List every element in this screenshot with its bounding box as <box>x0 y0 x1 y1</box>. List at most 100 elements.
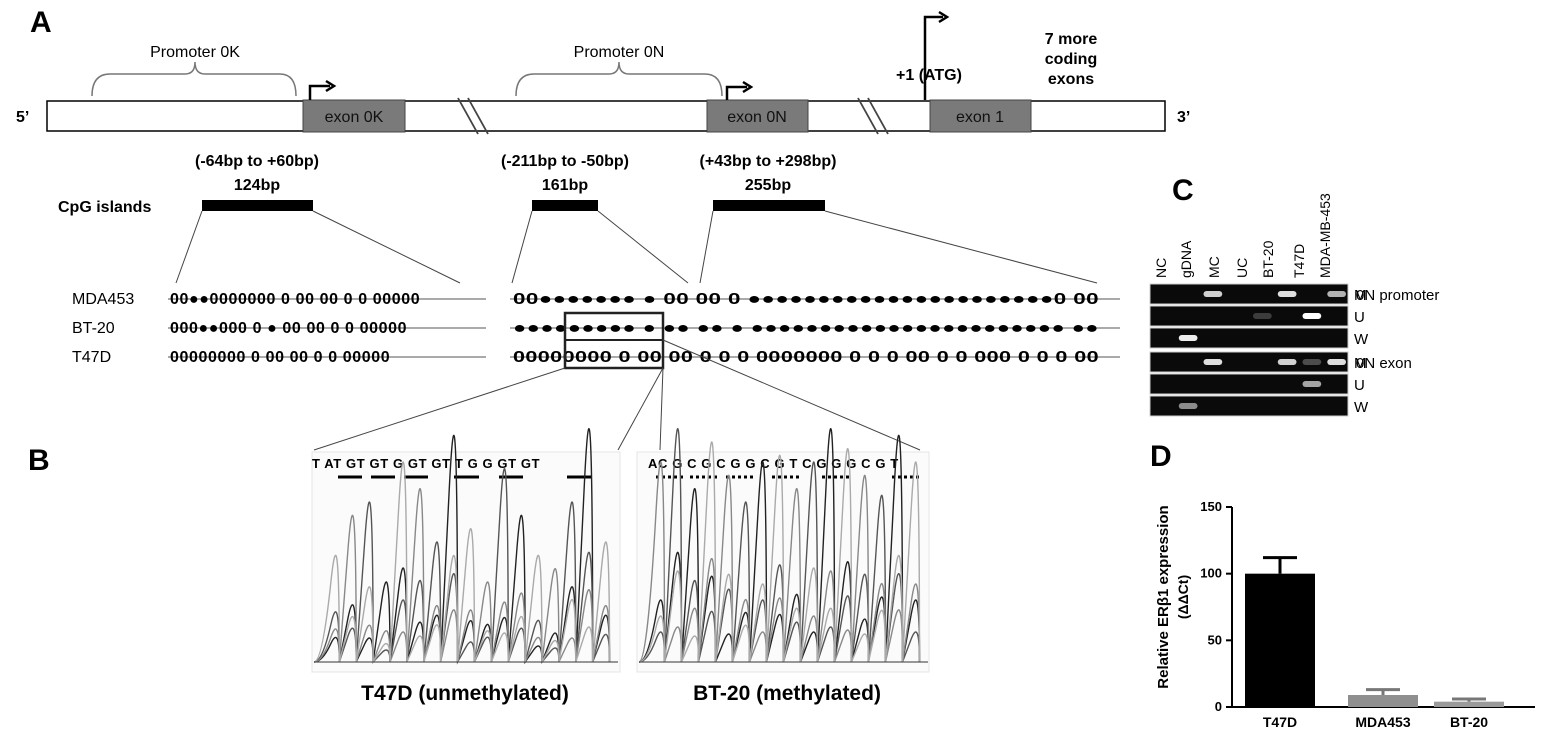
more-exons-line2: coding <box>1045 51 1097 68</box>
promoter-0k-label: Promoter 0K <box>150 44 240 61</box>
tss-arrow-0n <box>725 85 747 100</box>
zoom-lines-b <box>313 339 921 451</box>
gel-group-label-promoter: 0N promoter <box>1356 287 1439 304</box>
x-tick-label: T47D <box>1263 714 1297 730</box>
row-label-mda453: MDA453 <box>72 291 134 308</box>
lollipop-plot: MDA453 BT-20 T47D 00●●0000000 0 00 00 0 … <box>72 291 1120 370</box>
cpg-island-bar-3 <box>713 200 825 211</box>
row-label-bt20: BT-20 <box>72 320 115 337</box>
gel-row-label: W <box>1354 399 1369 416</box>
gel-band <box>1277 291 1297 297</box>
gel-group-label-exon: 0N exon <box>1356 355 1412 372</box>
chromatogram-right-traces <box>638 427 928 663</box>
gel-band <box>1302 359 1322 365</box>
row-t47d-0n-sites: 00000000 0 00 00 0 0 0 0000000 0 0 0 00 … <box>513 349 1099 366</box>
more-exons-line3: exons <box>1048 71 1094 88</box>
bar-bt-20 <box>1434 701 1504 707</box>
gel-band <box>1253 313 1272 319</box>
gel-row-label: U <box>1354 377 1365 394</box>
panel-d-letter: D <box>1150 440 1172 473</box>
panel-b-letter: B <box>28 444 50 477</box>
cpg1-range: (-64bp to +60bp) <box>195 153 319 170</box>
gel-lane-labels: NC gDNA MC UC BT-20 T47D MDA-MB-453 <box>1153 193 1333 278</box>
gel-row-label: U <box>1354 309 1365 326</box>
gel-row <box>1149 305 1349 327</box>
panel-c-letter: C <box>1172 174 1194 207</box>
y-tick-label: 100 <box>1200 566 1222 581</box>
gel-lane-label: T47D <box>1291 244 1307 278</box>
gel-row-label: M <box>1354 287 1367 304</box>
cpg3-range: (+43bp to +298bp) <box>700 153 837 170</box>
chromatogram-trace <box>313 468 611 665</box>
tss-arrow-atg <box>923 15 943 100</box>
y-axis-label-line2: (ΔΔCt) <box>1175 575 1191 619</box>
exon-0k-label: exon 0K <box>325 109 384 126</box>
gel-band <box>1277 359 1297 365</box>
row-t47d-promoter0k-sites: 00000000 0 00 00 0 0 00000 <box>170 349 390 366</box>
break-mark-1 <box>457 97 489 135</box>
gel-band <box>1327 291 1346 297</box>
atg-label: +1 (ATG) <box>896 67 962 84</box>
more-exons-line1: 7 more <box>1045 31 1098 48</box>
panel-a-letter: A <box>30 6 52 39</box>
gel-lane-label: MC <box>1206 256 1222 278</box>
gel-row <box>1149 327 1349 349</box>
gel-lane-label: gDNA <box>1178 240 1194 278</box>
bar-mda453 <box>1348 695 1418 707</box>
exon-1-label: exon 1 <box>956 109 1004 126</box>
right-caption: BT-20 (methylated) <box>693 682 881 705</box>
chromatogram-left-traces <box>313 427 618 665</box>
gel-band <box>1203 291 1223 297</box>
gel-row <box>1149 373 1349 395</box>
cpg-islands-label: CpG islands <box>58 199 151 216</box>
gel-row <box>1149 351 1349 373</box>
row-bt20-promoter0k-sites: 000●●000 0 ● 00 00 0 0 00000 <box>170 320 407 337</box>
promoter-0n-label: Promoter 0N <box>574 44 665 61</box>
chromatogram-trace <box>313 461 611 665</box>
gel-lane-label: NC <box>1153 258 1169 278</box>
exon-0n-label: exon 0N <box>727 109 787 126</box>
gel-band <box>1327 359 1346 365</box>
gel-band <box>1302 313 1322 319</box>
five-prime-label: 5’ <box>16 109 29 126</box>
x-tick-label: MDA453 <box>1355 714 1410 730</box>
break-mark-2 <box>857 97 889 135</box>
bar-t47d <box>1245 573 1315 707</box>
gel-band <box>1178 335 1198 341</box>
exon-0k-box <box>302 99 406 133</box>
promoter-0n-brace <box>515 61 723 97</box>
row-mda453-0n-sites: 00●●●●●●● ● 00 00 0 ●●●●●●●●●●●●●●●●●●●●… <box>513 291 1099 308</box>
gel-row-label: M <box>1354 355 1367 372</box>
cpg3-size: 255bp <box>745 177 791 194</box>
gel-lane-label: MDA-MB-453 <box>1317 193 1333 278</box>
gel-row <box>1149 395 1349 417</box>
cpg1-size: 124bp <box>234 177 280 194</box>
y-tick-label: 50 <box>1208 632 1222 647</box>
row-label-t47d: T47D <box>72 349 111 366</box>
chromatogram-trace <box>313 427 611 665</box>
bar-chart: Relative ERβ1 expression (ΔΔCt) 0 50 100 15… <box>1155 499 1535 730</box>
gel-band <box>1178 403 1198 409</box>
tss-arrow-0k <box>308 84 330 100</box>
right-sequence: AC G C G C G G C G T C G G G C G T <box>648 456 899 471</box>
cpg2-range: (-211bp to -50bp) <box>501 153 629 170</box>
y-tick-label: 0 <box>1215 699 1222 714</box>
zoom-lines-a <box>175 210 1098 284</box>
row-mda453-promoter0k-sites: 00●●0000000 0 00 00 0 0 00000 <box>170 291 420 308</box>
row-bt20-0n-sites: ●●●●●●●●● ● ●● ●● ● ●●●●●●●●●●●●●●●●●●●●… <box>513 320 1099 337</box>
gel-band <box>1203 359 1223 365</box>
gel-row <box>1149 283 1349 305</box>
left-caption: T47D (unmethylated) <box>361 682 569 705</box>
x-tick-label: BT-20 <box>1450 714 1488 730</box>
gel-band <box>1302 381 1322 387</box>
gel-lane-label: UC <box>1234 258 1250 278</box>
gel-lane-label: BT-20 <box>1260 240 1276 278</box>
y-axis-label-line1: Relative ERβ1 expression <box>1155 505 1172 688</box>
exon-1-box <box>929 99 1032 133</box>
cpg-island-bar-1 <box>202 200 313 211</box>
cpg-island-bar-2 <box>532 200 598 211</box>
y-tick-label: 150 <box>1200 499 1222 514</box>
three-prime-label: 3’ <box>1177 109 1190 126</box>
